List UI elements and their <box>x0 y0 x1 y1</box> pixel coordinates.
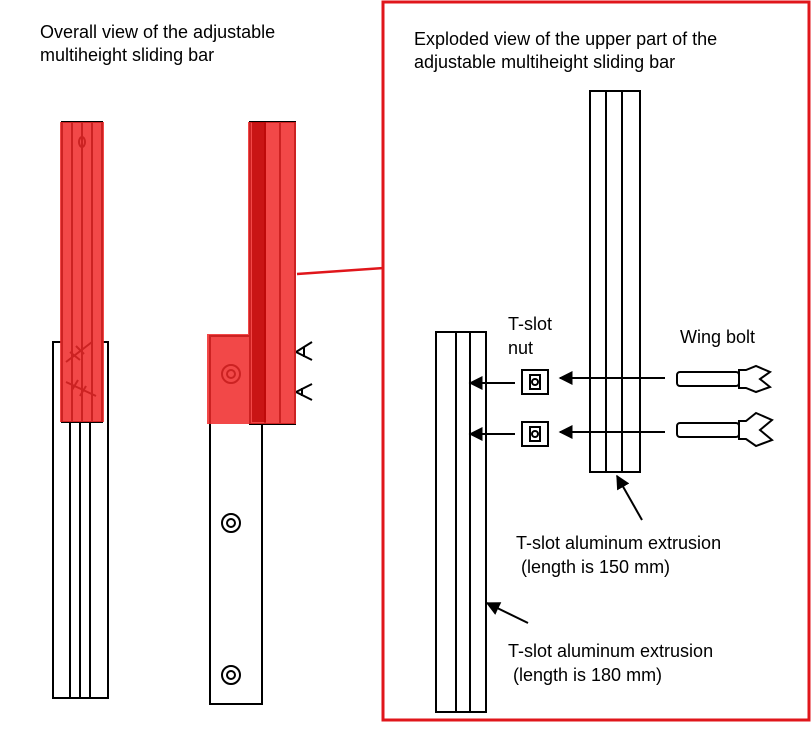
left-panel-title-line2: multiheight sliding bar <box>40 45 215 65</box>
tslot-nut-1 <box>521 369 549 395</box>
extrusion-180-label-line2: (length is 180 mm) <box>508 665 663 685</box>
left-panel-title-line1: Overall view of the adjustable <box>40 22 276 42</box>
highlight-front-view <box>207 122 296 424</box>
extrusion-180mm <box>435 331 487 713</box>
right-panel-title-line2: adjustable multiheight sliding bar <box>414 52 676 72</box>
tslot-nut-label-line1: T-slot <box>508 314 553 334</box>
exploded-parts <box>435 90 774 713</box>
tslot-nut-label-line2: nut <box>508 338 534 358</box>
extrusion-180-label-line1: T-slot aluminum extrusion <box>508 641 714 661</box>
right-panel-title-line1: Exploded view of the upper part of the <box>414 29 718 49</box>
extrusion-150-label-line2: (length is 150 mm) <box>516 557 671 577</box>
extrusion-150-label-line1: T-slot aluminum extrusion <box>516 533 722 553</box>
wing-bolt-1 <box>676 371 740 387</box>
highlight-front-dark-strip <box>252 122 266 422</box>
wing-bolt-label: Wing bolt <box>680 327 756 347</box>
wing-bolt-2 <box>676 422 740 438</box>
arrows <box>468 371 665 624</box>
callout-line <box>296 266 385 276</box>
extrusion-150mm <box>589 90 641 473</box>
exploded-view-frame <box>381 0 811 722</box>
highlight-side-view <box>60 122 104 422</box>
tslot-nut-2 <box>521 421 549 447</box>
